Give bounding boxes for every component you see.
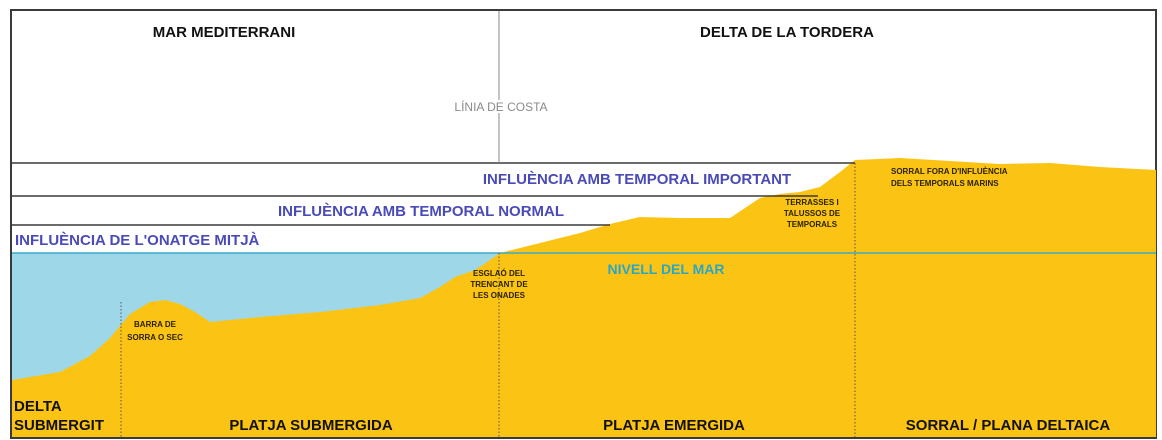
out-of-influence-label-line-2: DELS TEMPORALS MARINS [891,179,999,188]
coastline-label: LÍNIA DE COSTA [454,99,547,114]
sand-profile [12,158,1156,437]
submerged-delta-label-line-1: DELTA [14,398,62,415]
storm-terraces-label-line-2: TALUSSOS DE [784,209,841,218]
break-step-label-line-1: ESGLAÓ DEL [473,269,525,278]
storm-terraces-label-line-3: TEMPORALS [787,220,838,229]
storm-terraces-label-line-1: TERRASSES I [785,198,838,207]
sandbar-label-line-1: BARRA DE [134,320,177,329]
average-wave-label: INFLUÈNCIA DE L'ONATGE MITJÀ [15,232,260,249]
sea-heading: MAR MEDITERRANI [153,24,296,41]
deltaic-plain-label: SORRAL / PLANA DELTAICA [906,417,1111,434]
normal-storm-label: INFLUÈNCIA AMB TEMPORAL NORMAL [278,203,564,220]
sea-level-label: NIVELL DEL MAR [608,261,725,277]
sandbar-label-line-2: SORRA O SEC [127,333,183,342]
break-step-label-line-3: LES ONADES [473,291,526,300]
emerged-beach-label: PLATJA EMERGIDA [603,417,745,434]
submerged-beach-label: PLATJA SUBMERGIDA [229,417,393,434]
delta-heading: DELTA DE LA TORDERA [700,24,874,41]
out-of-influence-label-line-1: SORRAL FORA D'INFLUÈNCIA [891,167,1008,176]
submerged-delta-label-line-2: SUBMERGIT [14,417,104,434]
important-storm-label: INFLUÈNCIA AMB TEMPORAL IMPORTANT [483,171,791,188]
break-step-label-line-2: TRENCANT DE [470,280,528,289]
